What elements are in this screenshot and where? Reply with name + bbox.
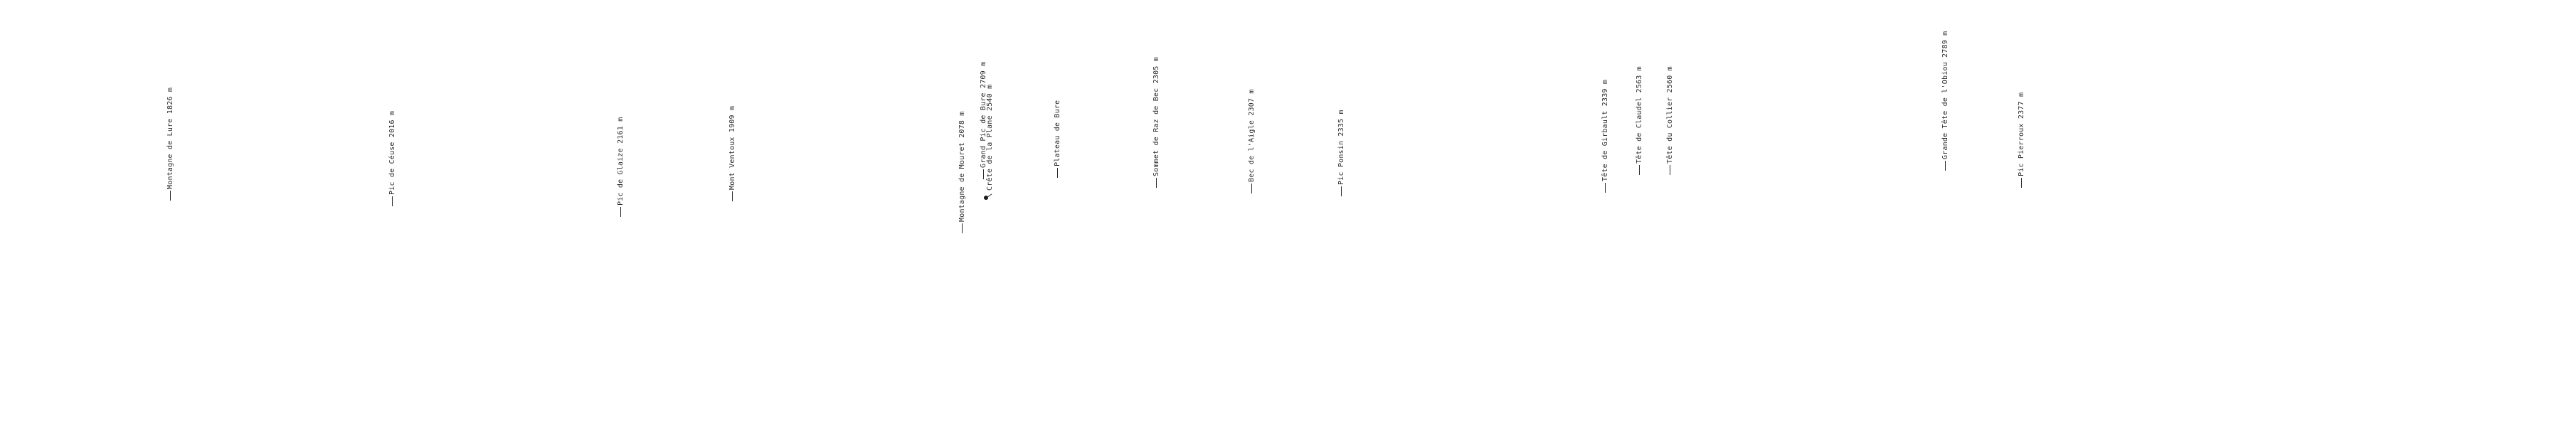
peak-label-mont-ventoux: Mont Ventoux 1909 m <box>728 106 737 201</box>
tick-line <box>1944 161 1946 171</box>
tick-line <box>982 169 984 179</box>
tick-line <box>169 191 171 201</box>
peak-label-pic-pierroux: Pic Pierroux 2377 m <box>2018 92 2026 188</box>
tick-line <box>1056 168 1058 178</box>
peak-label-pic-de-ceuse: Pic de Céuse 2016 m <box>388 111 397 206</box>
tick-line <box>961 223 963 233</box>
tick-line <box>1340 186 1342 196</box>
peak-label-montagne-de-mouret: Montagne de Mouret 2078 m <box>958 111 967 233</box>
tick-line <box>1155 178 1157 188</box>
peak-label-crete-de-la-plane: Crête de la Plane 2540 m <box>986 84 994 191</box>
peak-label-tete-de-claudel: Tête de Claudel 2563 m <box>1636 66 1644 175</box>
tick-line <box>620 207 621 217</box>
tick-line <box>1251 184 1252 193</box>
peak-label-sommet-de-raz-de-bec: Sommet de Raz de Bec 2305 m <box>1152 57 1161 188</box>
peak-label-bec-de-l-aigle: Bec de l'Aigle 2307 m <box>1248 89 1256 193</box>
peak-label-pic-de-glaize: Pic de Glaize 2161 m <box>617 117 625 217</box>
tick-line <box>1638 165 1640 175</box>
peak-label-montagne-de-lure: Montagne de Lure 1826 m <box>166 87 175 201</box>
peak-label-pic-ponsin: Pic Ponsin 2335 m <box>1337 110 1346 196</box>
tick-line <box>731 191 733 201</box>
peak-label-tete-de-girbault: Tête de Girbault 2339 m <box>1601 80 1610 193</box>
peak-label-tete-du-collier: Tête du Collier 2560 m <box>1666 66 1675 175</box>
peak-label-grande-tete-de-l-obiou: Grande Tête de l'Obiou 2789 m <box>1941 31 1950 171</box>
tick-line <box>2020 178 2022 188</box>
tick-line <box>391 196 393 206</box>
tick-line <box>1604 183 1606 193</box>
leader-line <box>985 193 992 198</box>
peak-label-plateau-de-bure: Plateau de Bure <box>1054 100 1062 178</box>
